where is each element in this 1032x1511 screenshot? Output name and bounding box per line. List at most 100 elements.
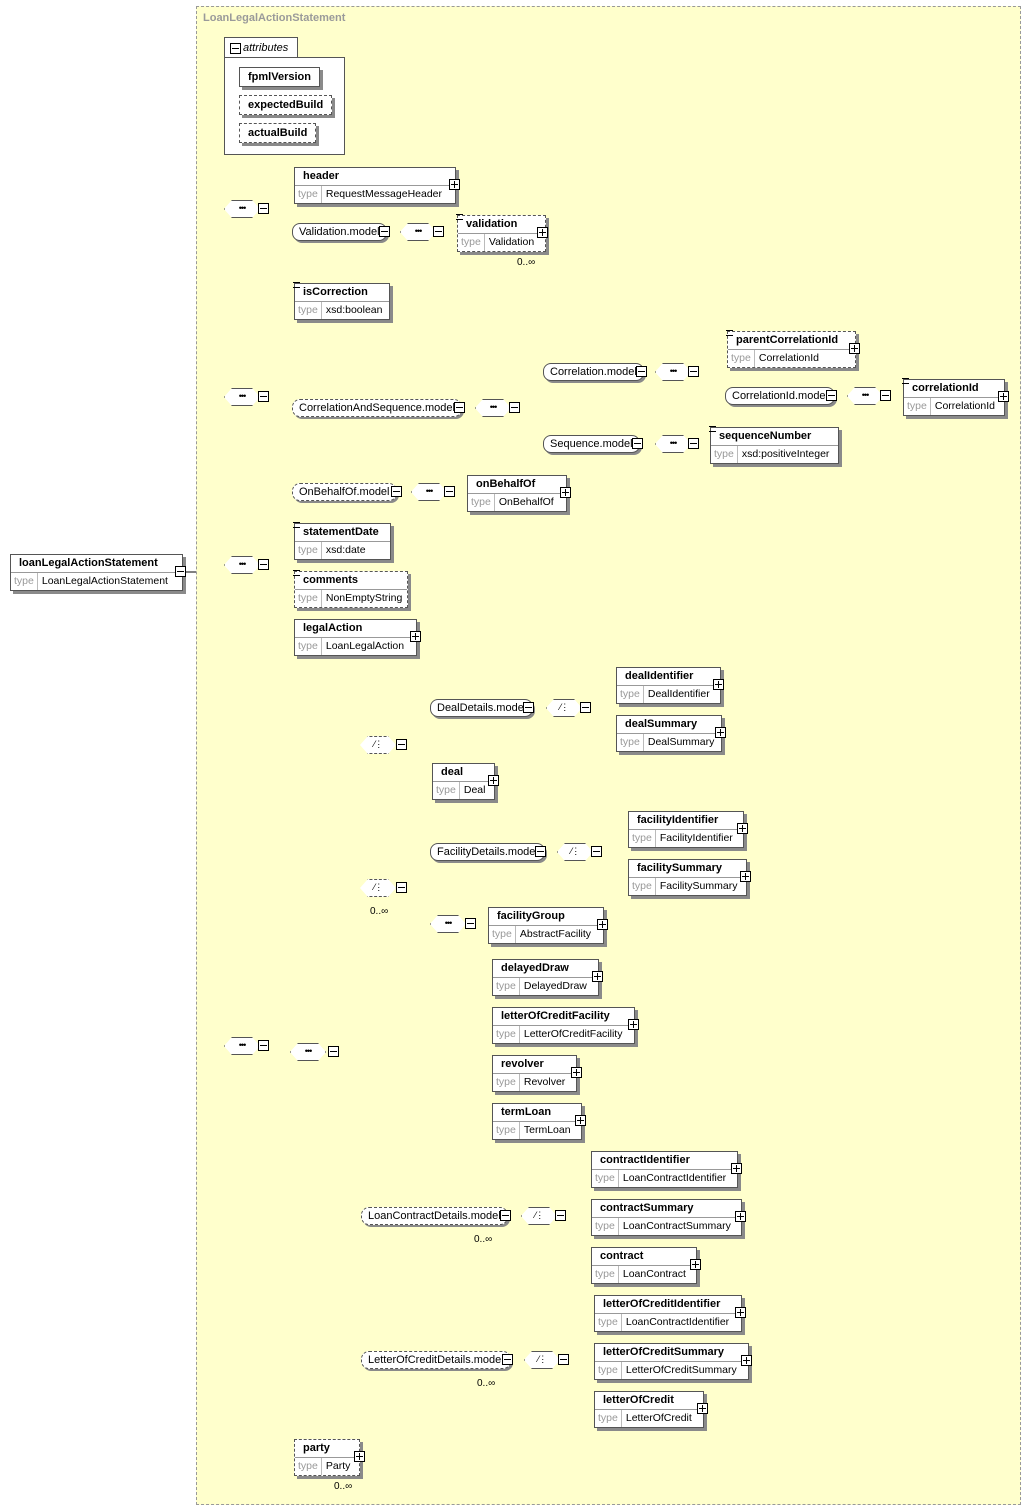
- collapse-icon[interactable]: [379, 226, 390, 237]
- expand-icon[interactable]: [354, 1451, 365, 1462]
- expand-icon[interactable]: [410, 631, 421, 642]
- element-type: AbstractFacility: [519, 928, 592, 940]
- collapse-icon[interactable]: [509, 402, 520, 413]
- collapse-icon[interactable]: [500, 1210, 511, 1221]
- collapse-icon[interactable]: [328, 1046, 339, 1057]
- expand-icon[interactable]: [560, 487, 571, 498]
- group-loan-contract-details-model[interactable]: LoanContractDetails.model: [361, 1207, 508, 1225]
- collapse-icon[interactable]: [555, 1210, 566, 1221]
- expand-icon[interactable]: [735, 1211, 746, 1222]
- collapse-icon[interactable]: [688, 366, 699, 377]
- attribute-expected-build[interactable]: expectedBuild: [239, 95, 333, 115]
- expand-icon[interactable]: [849, 343, 860, 354]
- group-correlation-id-model[interactable]: CorrelationId.model: [725, 387, 835, 405]
- collapse-icon[interactable]: [444, 486, 455, 497]
- collapse-icon[interactable]: [175, 566, 186, 577]
- expand-icon[interactable]: [735, 1307, 746, 1318]
- expand-icon[interactable]: [537, 227, 548, 238]
- expand-icon[interactable]: [575, 1115, 586, 1126]
- group-facility-details-model[interactable]: FacilityDetails.model: [430, 843, 545, 861]
- expand-icon[interactable]: [740, 871, 751, 882]
- expand-icon[interactable]: [571, 1067, 582, 1078]
- collapse-icon[interactable]: [558, 1354, 569, 1365]
- collapse-icon[interactable]: [258, 559, 269, 570]
- group-letter-of-credit-details-model[interactable]: LetterOfCreditDetails.model: [361, 1351, 511, 1369]
- collapse-icon[interactable]: [396, 882, 407, 893]
- expand-icon[interactable]: [731, 1163, 742, 1174]
- attribute-fpml-version[interactable]: fpmlVersion: [239, 67, 320, 87]
- expand-icon[interactable]: [488, 775, 499, 786]
- type-key: type: [629, 830, 656, 847]
- collapse-icon[interactable]: [433, 226, 444, 237]
- expand-icon[interactable]: [449, 179, 460, 190]
- collapse-icon[interactable]: [258, 203, 269, 214]
- element-name: facilityIdentifier: [629, 812, 743, 830]
- collapse-icon[interactable]: [396, 739, 407, 750]
- collapse-icon[interactable]: [632, 438, 643, 449]
- collapse-icon[interactable]: [535, 846, 546, 857]
- collapse-icon[interactable]: [230, 43, 241, 54]
- group-validation-model[interactable]: Validation.model: [292, 223, 387, 241]
- expand-icon[interactable]: [715, 727, 726, 738]
- collapse-icon[interactable]: [258, 1040, 269, 1051]
- collapse-icon[interactable]: [826, 390, 837, 401]
- expand-icon[interactable]: [628, 1019, 639, 1030]
- collapse-icon[interactable]: [688, 438, 699, 449]
- attribute-actual-build[interactable]: actualBuild: [239, 123, 317, 143]
- element-name: header: [295, 168, 455, 186]
- expand-icon[interactable]: [737, 823, 748, 834]
- expand-icon[interactable]: [690, 1259, 701, 1270]
- expand-icon[interactable]: [713, 679, 724, 690]
- collapse-icon[interactable]: [391, 486, 402, 497]
- collapse-icon[interactable]: [636, 366, 647, 377]
- expand-icon[interactable]: [998, 391, 1009, 402]
- expand-icon[interactable]: [741, 1355, 752, 1366]
- collapse-icon[interactable]: [580, 702, 591, 713]
- element-name: legalAction: [295, 620, 416, 638]
- collapse-icon[interactable]: [258, 391, 269, 402]
- group-sequence-model[interactable]: Sequence.model: [543, 435, 640, 453]
- expand-icon[interactable]: [697, 1403, 708, 1414]
- collapse-icon[interactable]: [502, 1354, 513, 1365]
- collapse-icon[interactable]: [465, 918, 476, 929]
- element-name: letterOfCreditSummary: [595, 1344, 748, 1362]
- collapse-icon[interactable]: [591, 846, 602, 857]
- group-correlation-and-sequence-model[interactable]: CorrelationAndSequence.model: [292, 399, 462, 417]
- group-on-behalf-of-model[interactable]: OnBehalfOf.model: [292, 483, 397, 501]
- collapse-icon[interactable]: [523, 702, 534, 713]
- group-deal-details-model[interactable]: DealDetails.model: [430, 699, 534, 717]
- expand-icon[interactable]: [592, 971, 603, 982]
- collapse-icon[interactable]: [880, 390, 891, 401]
- expand-icon[interactable]: [597, 919, 608, 930]
- group-correlation-model[interactable]: Correlation.model: [543, 363, 644, 381]
- collapse-icon[interactable]: [454, 402, 465, 413]
